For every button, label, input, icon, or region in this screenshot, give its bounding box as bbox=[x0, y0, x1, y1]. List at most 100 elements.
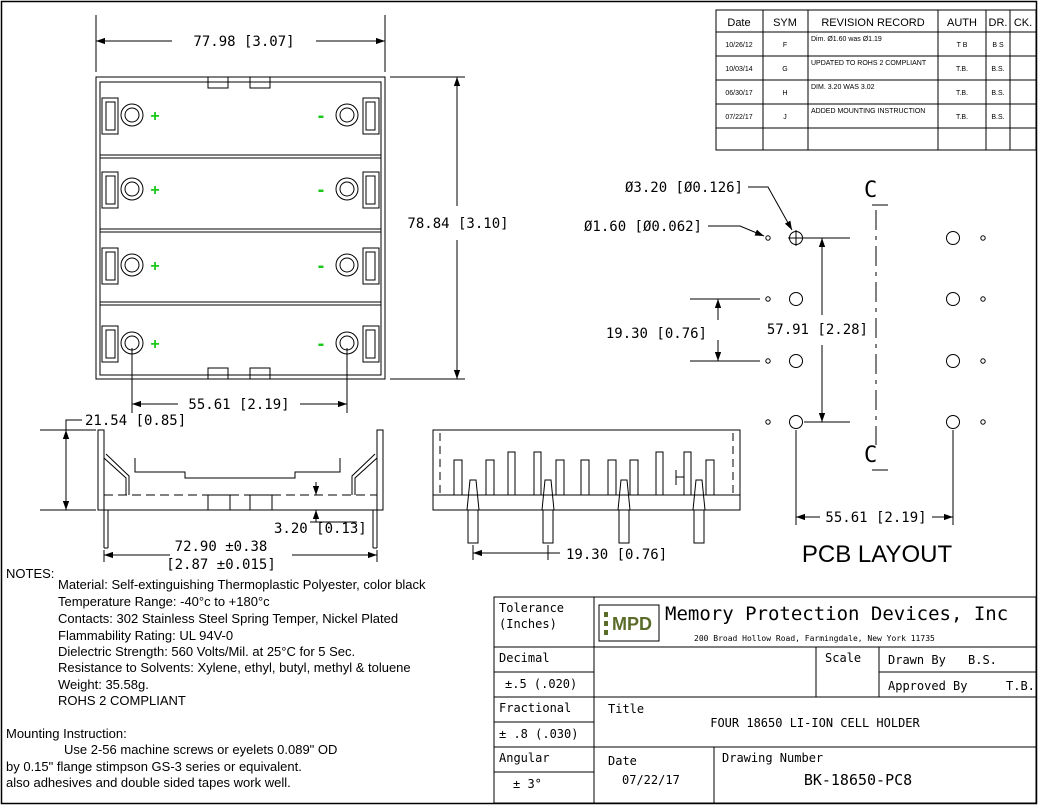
minus-icon: - bbox=[318, 255, 325, 277]
decimal-value: ±.5 (.020) bbox=[505, 677, 577, 691]
side-view bbox=[97, 429, 384, 549]
mounting-line: by 0.15" flange stimpson GS-3 series or … bbox=[6, 759, 302, 774]
centerline-symbol: C bbox=[864, 178, 888, 206]
side-view-dimensions bbox=[40, 419, 378, 562]
dim-top-height: 78.84 [3.10] bbox=[407, 216, 508, 232]
revision-table-headers: Date SYM REVISION RECORD AUTH DR. CK. bbox=[727, 17, 1032, 29]
company-address: 200 Broad Hollow Road, Farmingdale, New … bbox=[694, 634, 935, 643]
note-item: Dielectric Strength: 560 Volts/Mil. at 2… bbox=[58, 644, 355, 659]
drawn-by-value: B.S. bbox=[968, 653, 997, 667]
rev-sym: G bbox=[782, 66, 787, 73]
rev-auth: T.B. bbox=[956, 66, 968, 73]
mounting-heading: Mounting Instruction: bbox=[6, 726, 127, 741]
dim-pcb-hole-large: Ø3.20 [Ø0.126] bbox=[625, 180, 743, 196]
note-item: Temperature Range: -40°c to +180°c bbox=[58, 594, 270, 609]
pcb-layout-title: PCB LAYOUT bbox=[802, 541, 953, 568]
revision-table bbox=[715, 9, 1037, 151]
rev-header-sym: SYM bbox=[773, 17, 797, 29]
drawing-title: FOUR 18650 LI-ION CELL HOLDER bbox=[710, 716, 920, 730]
plus-icon: + bbox=[150, 258, 159, 275]
rev-date: 06/30/17 bbox=[725, 90, 752, 97]
dim-side-step: 3.20 [0.13] bbox=[274, 521, 367, 537]
pcb-layout bbox=[765, 210, 986, 445]
rev-record: UPDATED TO ROHS 2 COMPLIANT bbox=[811, 60, 927, 67]
dim-pcb-hole-small: Ø1.60 [Ø0.062] bbox=[584, 219, 702, 235]
dim-end-pitch: 19.30 [0.76] bbox=[566, 547, 667, 563]
dim-pcb-width: 55.61 [2.19] bbox=[825, 510, 926, 526]
plus-icon: + bbox=[150, 182, 159, 199]
note-item: Contacts: 302 Stainless Steel Spring Tem… bbox=[58, 611, 398, 626]
decimal-label: Decimal bbox=[499, 651, 550, 665]
dim-side-length: 72.90 ±0.38 bbox=[175, 539, 268, 555]
revision-row: 06/30/17 H DIM. 3.20 WAS 3.02 T.B. B.S. bbox=[725, 84, 1004, 97]
title-label: Title bbox=[608, 702, 644, 716]
rev-auth: T.B. bbox=[956, 90, 968, 97]
angular-value: ± 3° bbox=[513, 777, 542, 791]
centerline-icon: C bbox=[864, 178, 877, 203]
rev-header-ck: CK. bbox=[1014, 17, 1032, 29]
tolerance-label: Tolerance bbox=[499, 601, 564, 615]
mounting-line: also adhesives and double sided tapes wo… bbox=[6, 775, 291, 790]
note-item: ROHS 2 COMPLIANT bbox=[58, 693, 186, 708]
drawing-number-label: Drawing Number bbox=[722, 751, 823, 765]
date-label: Date bbox=[608, 754, 637, 768]
rev-dr: B S bbox=[992, 42, 1004, 49]
company-name: Memory Protection Devices, Inc bbox=[665, 603, 1008, 625]
rev-date: 10/26/12 bbox=[725, 42, 752, 49]
dim-pcb-span: 57.91 [2.28] bbox=[767, 322, 868, 338]
rev-auth: T.B. bbox=[956, 114, 968, 121]
rev-header-date: Date bbox=[727, 17, 750, 29]
note-item: Weight: 35.58g. bbox=[58, 677, 149, 692]
rev-record: DIM. 3.20 WAS 3.02 bbox=[811, 84, 875, 91]
mounting-line: Use 2-56 machine screws or eyelets 0.089… bbox=[64, 742, 337, 757]
rev-dr: B.S. bbox=[991, 66, 1004, 73]
note-item: Material: Self-extinguishing Thermoplast… bbox=[58, 577, 426, 592]
pcb-dimensions bbox=[690, 186, 954, 525]
rev-header-auth: AUTH bbox=[947, 17, 977, 29]
rev-header-record: REVISION RECORD bbox=[821, 17, 924, 29]
rev-sym: J bbox=[783, 114, 787, 121]
angular-label: Angular bbox=[499, 751, 550, 765]
rev-auth: T B bbox=[957, 42, 968, 49]
plus-icon: + bbox=[150, 108, 159, 125]
approved-by-label: Approved By bbox=[888, 679, 967, 693]
notes: NOTES: Material: Self-extinguishing Ther… bbox=[6, 566, 426, 790]
rev-record: ADDED MOUNTING INSTRUCTION bbox=[811, 108, 925, 115]
title-block bbox=[493, 596, 1037, 804]
note-item: Resistance to Solvents: Xylene, ethyl, b… bbox=[58, 660, 411, 675]
drawn-by-label: Drawn By bbox=[888, 653, 946, 667]
centerline-icon: C bbox=[864, 443, 877, 468]
rev-date: 10/03/14 bbox=[725, 66, 752, 73]
top-view bbox=[95, 76, 386, 380]
notes-heading: NOTES: bbox=[6, 566, 54, 581]
revision-row: 10/26/12 F Dim. Ø1.60 was Ø1.19 T B B S bbox=[725, 36, 1004, 49]
approved-by-value: T.B. bbox=[1006, 679, 1035, 693]
revision-row: 10/03/14 G UPDATED TO ROHS 2 COMPLIANT T… bbox=[725, 60, 1004, 73]
centerline-symbol: C bbox=[864, 443, 888, 471]
top-view-dimensions bbox=[95, 15, 465, 413]
rev-sym: H bbox=[782, 90, 787, 97]
fractional-value: ± .8 (.030) bbox=[499, 727, 578, 741]
minus-icon: - bbox=[318, 179, 325, 201]
dim-side-length-inch: [2.87 ±0.015] bbox=[166, 557, 276, 573]
scale-label: Scale bbox=[825, 651, 861, 665]
note-item: Flammability Rating: UL 94V-0 bbox=[58, 628, 233, 643]
dim-pcb-pitch: 19.30 [0.76] bbox=[606, 326, 707, 342]
dim-bottom-width: 55.61 [2.19] bbox=[188, 397, 289, 413]
dim-top-width: 77.98 [3.07] bbox=[193, 34, 294, 50]
end-view-dimensions bbox=[472, 545, 560, 560]
tolerance-units: (Inches) bbox=[499, 617, 557, 631]
fractional-label: Fractional bbox=[499, 701, 571, 715]
polarity-marks: + - + - + - + - bbox=[150, 105, 324, 355]
minus-icon: - bbox=[318, 333, 325, 355]
rev-date: 07/22/17 bbox=[725, 114, 752, 121]
rev-header-dr: DR. bbox=[989, 17, 1008, 29]
rev-record: Dim. Ø1.60 was Ø1.19 bbox=[811, 36, 882, 43]
revision-row: 07/22/17 J ADDED MOUNTING INSTRUCTION T.… bbox=[725, 108, 1004, 121]
minus-icon: - bbox=[318, 105, 325, 127]
end-view bbox=[432, 429, 741, 544]
rev-dr: B.S. bbox=[991, 90, 1004, 97]
date-value: 07/22/17 bbox=[622, 773, 680, 787]
mpd-logo: MPD bbox=[612, 614, 652, 634]
